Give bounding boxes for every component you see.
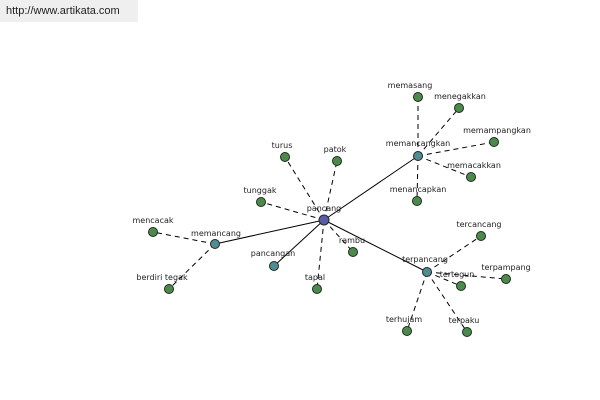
node-menegakkan[interactable] bbox=[454, 103, 464, 113]
node-label-memancang: memancang bbox=[191, 229, 241, 238]
node-label-turus: turus bbox=[272, 141, 293, 150]
edge-terpancang-terhujam bbox=[406, 271, 428, 332]
edge-pancang-tapal bbox=[316, 219, 325, 290]
node-rambu[interactable] bbox=[348, 247, 358, 257]
node-mencacak[interactable] bbox=[148, 227, 158, 237]
node-label-menegakkan: menegakkan bbox=[434, 92, 486, 101]
node-menancapkan[interactable] bbox=[412, 196, 422, 206]
edge-terpancang-terpampang bbox=[426, 271, 507, 280]
node-tapal[interactable] bbox=[312, 284, 322, 294]
node-label-rambu: rambu bbox=[339, 236, 365, 245]
edge-memancangkan-menancapkan bbox=[416, 155, 419, 202]
edge-terpancang-terpaku bbox=[426, 271, 468, 333]
node-patok[interactable] bbox=[332, 156, 342, 166]
edge-pancang-memancang bbox=[214, 219, 325, 245]
node-label-memampangkan: memampangkan bbox=[463, 126, 531, 135]
node-turus[interactable] bbox=[280, 152, 290, 162]
node-label-pancangan: pancangan bbox=[251, 249, 295, 258]
node-memacakkan[interactable] bbox=[466, 172, 476, 182]
node-label-tercancang: tercancang bbox=[457, 220, 502, 229]
edge-pancang-pancangan bbox=[273, 219, 325, 267]
node-label-mencacak: mencacak bbox=[132, 216, 173, 225]
node-memasang[interactable] bbox=[413, 92, 423, 102]
edge-pancang-rambu bbox=[323, 219, 354, 253]
edge-memancangkan-memampangkan bbox=[417, 141, 495, 157]
node-berdiri_tegak[interactable] bbox=[164, 284, 174, 294]
node-tertegun[interactable] bbox=[456, 281, 466, 291]
edge-memancang-mencacak bbox=[152, 231, 216, 245]
node-label-menancapkan: menancapkan bbox=[390, 185, 447, 194]
edge-pancang-tunggak bbox=[260, 201, 325, 221]
node-label-memancangkan: memancangkan bbox=[386, 139, 450, 148]
node-terpancang[interactable] bbox=[422, 267, 432, 277]
node-pancang[interactable] bbox=[318, 214, 330, 226]
node-label-terpancang: terpancang bbox=[402, 255, 448, 264]
node-terhujam[interactable] bbox=[402, 326, 412, 336]
node-label-pancang: pancang bbox=[307, 204, 342, 213]
edge-pancang-patok bbox=[323, 160, 338, 221]
node-label-terhujam: terhujam bbox=[386, 315, 422, 324]
node-memancangkan[interactable] bbox=[413, 151, 423, 161]
edge-pancang-terpancang bbox=[323, 219, 428, 273]
node-tercancang[interactable] bbox=[476, 231, 486, 241]
node-terpaku[interactable] bbox=[462, 327, 472, 337]
labels-layer: pancang memancangkan memancang terpancang pa… bbox=[132, 81, 530, 325]
edge-terpancang-tercancang bbox=[426, 235, 482, 273]
node-tunggak[interactable] bbox=[256, 197, 266, 207]
edge-memancangkan-memacakkan bbox=[417, 155, 472, 178]
edge-terpancang-tertegun bbox=[426, 271, 462, 287]
node-label-memacakkan: memacakkan bbox=[447, 161, 501, 170]
node-label-patok: patok bbox=[324, 145, 347, 154]
node-label-berdiri_tegak: berdiri tegak bbox=[136, 273, 188, 282]
node-label-tunggak: tunggak bbox=[244, 186, 277, 195]
watermark-url: http://www.artikata.com bbox=[0, 0, 138, 22]
node-label-terpaku: terpaku bbox=[449, 316, 480, 325]
edge-memancangkan-menegakkan bbox=[417, 107, 460, 157]
node-label-tapal: tapal bbox=[305, 273, 325, 282]
edge-pancang-turus bbox=[284, 156, 325, 221]
edges-layer bbox=[152, 97, 507, 333]
nodes-layer bbox=[148, 92, 511, 337]
node-label-terpampang: terpampang bbox=[481, 263, 530, 272]
node-label-memasang: memasang bbox=[388, 81, 433, 90]
node-pancangan[interactable] bbox=[269, 261, 279, 271]
node-memampangkan[interactable] bbox=[489, 137, 499, 147]
node-terpampang[interactable] bbox=[501, 274, 511, 284]
node-label-tertegun: tertegun bbox=[440, 270, 475, 279]
edge-pancang-memancangkan bbox=[323, 155, 419, 221]
node-memancang[interactable] bbox=[210, 239, 220, 249]
edge-memancang-berdiri_tegak bbox=[168, 243, 216, 290]
